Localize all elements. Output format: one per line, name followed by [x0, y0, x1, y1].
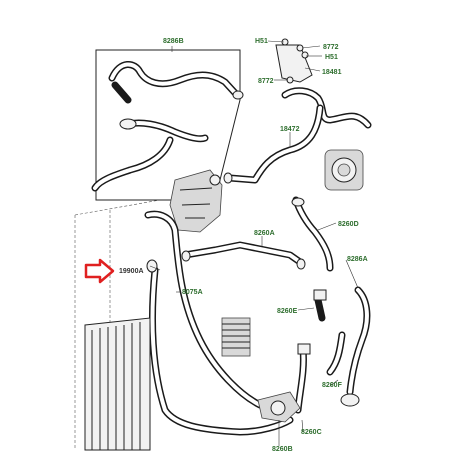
hose-connector [223, 172, 233, 184]
label-8260c: 8260C [301, 429, 322, 436]
label-18472: 18472 [280, 126, 300, 133]
label-8260b: 8260B [272, 446, 293, 453]
hose-8075a [144, 210, 294, 436]
label-8772-bottom: 8772 [258, 78, 274, 85]
oil-cooler [221, 317, 251, 357]
label-8260a: 8260A [254, 230, 275, 237]
label-18481: 18481 [322, 69, 342, 76]
leader-lines [149, 40, 359, 446]
hose-8260d [291, 196, 334, 272]
dashed-frame-top [74, 199, 161, 216]
radiator [84, 317, 151, 451]
bolt-h51 [301, 51, 309, 59]
label-h51-top: H51 [255, 38, 268, 45]
label-8260f: 8260F [322, 382, 343, 389]
thermostat-housing [324, 149, 364, 191]
hose-8286a [326, 286, 371, 407]
inset-frame [95, 49, 241, 201]
label-8772-top: 8772 [323, 44, 339, 51]
label-19900a: 19900A [119, 268, 144, 275]
hose-18472 [223, 87, 372, 184]
engine-housing [169, 169, 223, 233]
pipe-assembly-lower [257, 289, 327, 423]
clamp-ring [119, 118, 137, 130]
label-8075a: 8075A [182, 289, 203, 296]
clamp-ring [232, 90, 244, 100]
mounting-bracket [275, 44, 313, 83]
hose-8260a [181, 241, 306, 270]
label-8286b: 8286B [163, 38, 184, 45]
label-h51-bottom: H51 [325, 54, 338, 61]
red-outline-arrow-right-icon [84, 258, 115, 284]
hose-connector [146, 259, 158, 273]
bracket-assembly [275, 38, 313, 84]
label-8260e: 8260E [277, 308, 298, 315]
label-8260d: 8260D [338, 221, 359, 228]
inset-8286b [91, 49, 244, 201]
label-8286a: 8286A [347, 256, 368, 263]
